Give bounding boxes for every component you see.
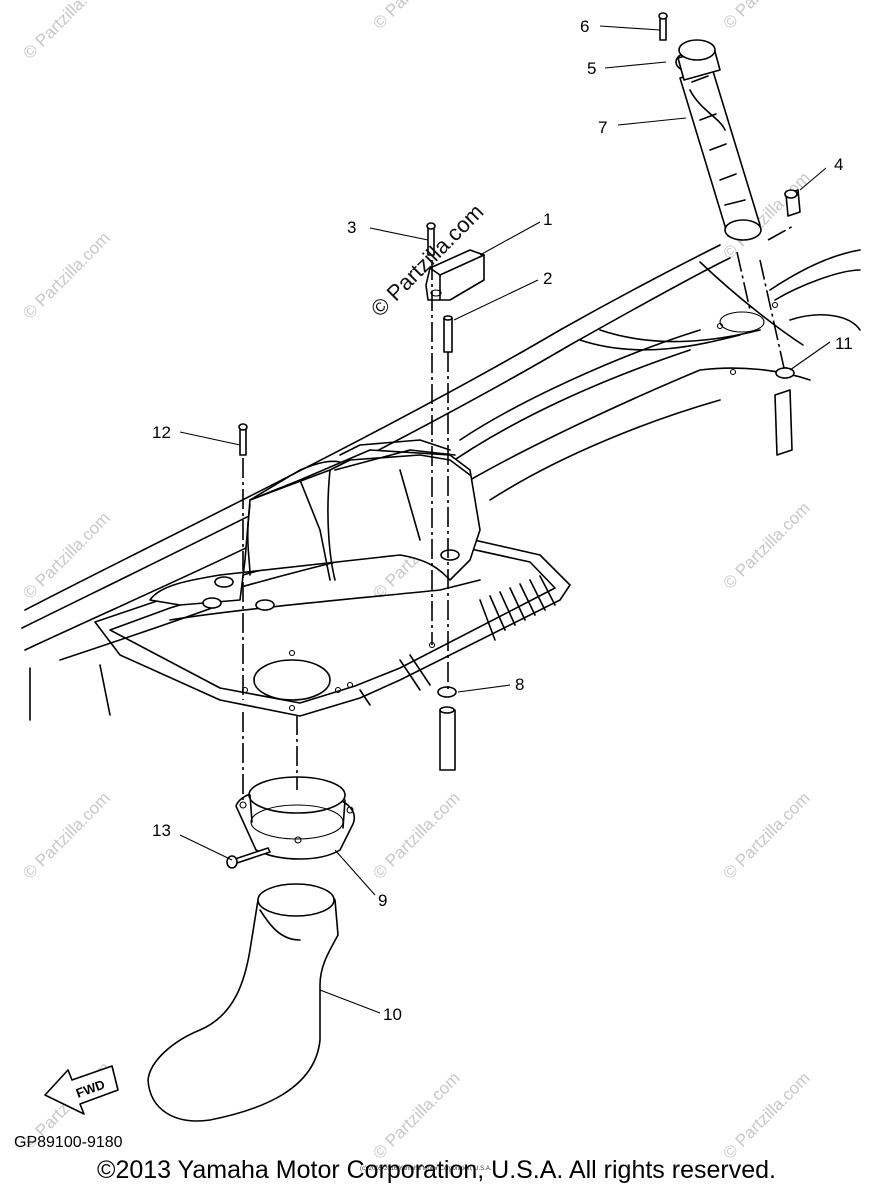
watermark-text: © Partzilla.com: [369, 0, 463, 33]
engine-compartment: [94, 439, 571, 717]
hull-outline: [21, 244, 861, 721]
watermark-text: © Partzilla.com: [369, 788, 463, 882]
part-13-screw: [226, 847, 271, 869]
callout-12: 12: [152, 423, 171, 442]
copyright-notice: ©2013 Yamaha Motor Corporation, U.S.A. A…: [97, 1156, 776, 1184]
callout-1: 1: [543, 210, 552, 229]
callout-8: 8: [515, 675, 524, 694]
part-4-bolt: [784, 189, 801, 217]
watermark-text: © Partzilla.com: [369, 1068, 463, 1162]
leader-lines: [179, 25, 831, 1014]
callout-labels: 1 2 3 4 5 6 7 8 9 10 11 12 13: [152, 17, 853, 1024]
callout-3: 3: [347, 218, 356, 237]
watermark-text: © Partzilla.com: [719, 0, 813, 33]
callout-5: 5: [587, 59, 596, 78]
assembly-lines: [242, 224, 796, 800]
part-9-duct-flange: [235, 776, 356, 860]
callout-7: 7: [598, 118, 607, 137]
watermark-text: © Partzilla.com: [19, 0, 113, 63]
part-8-clamp: [437, 686, 457, 771]
callout-9: 9: [378, 891, 387, 910]
watermark-layer: © Partzilla.com © Partzilla.com © Partzill…: [19, 0, 813, 1163]
watermark-text: © Partzilla.com: [19, 228, 113, 322]
callout-2: 2: [543, 269, 552, 288]
part-12-rivet: [238, 423, 248, 456]
callout-6: 6: [580, 17, 589, 36]
forward-arrow-icon: FWD: [44, 1065, 119, 1115]
part-7-pipe: [675, 39, 762, 241]
part-10-hose: [147, 883, 339, 1122]
callout-11: 11: [835, 334, 853, 353]
callout-4: 4: [834, 155, 843, 174]
part-6-screw: [658, 12, 668, 41]
watermark-text: © Partzilla.com: [19, 788, 113, 882]
drawing-code: GP89100-9180: [14, 1134, 123, 1151]
watermark-text: © Partzilla.com: [719, 1068, 813, 1162]
part-3-screw: [426, 222, 436, 256]
watermark-text: © Partzilla.com: [719, 788, 813, 882]
part-2-tube: [443, 315, 453, 353]
part-11-grommet: [774, 367, 795, 456]
callout-13: 13: [152, 821, 171, 840]
small-print: (c) 2005-2016 Yamaha Motor Corporation, …: [360, 1166, 492, 1172]
callout-10: 10: [383, 1005, 402, 1024]
watermark-text: © Partzilla.com: [719, 498, 813, 592]
